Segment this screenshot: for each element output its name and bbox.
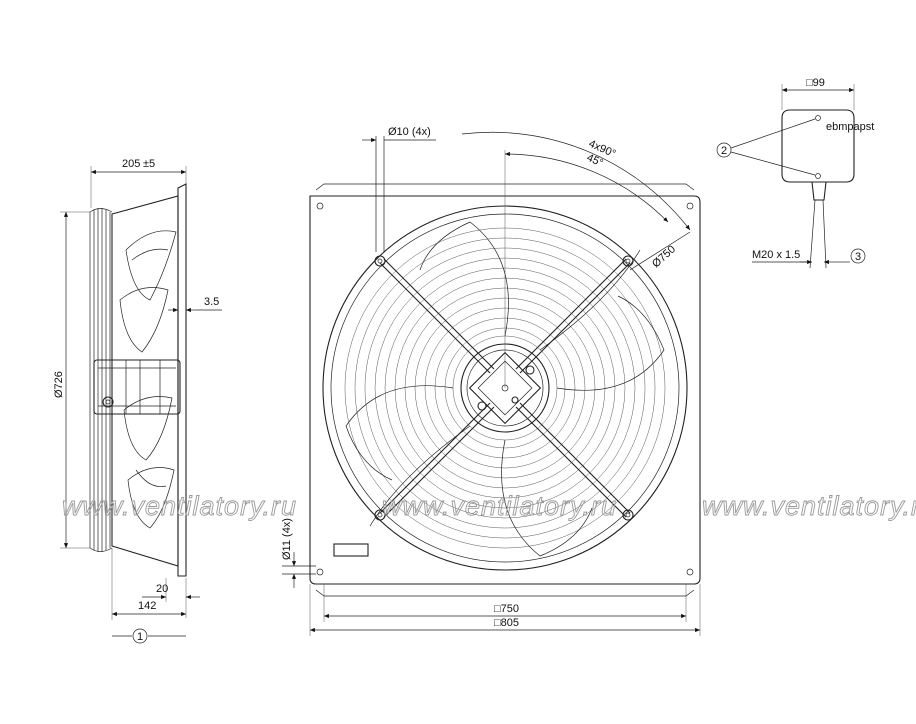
side-width-label: 205 bbox=[122, 158, 140, 170]
front-view: Ø10 (4x) 4x90° 45° Ø750 Ø11 (4x) bbox=[281, 126, 701, 636]
front-plate-flange-bottom bbox=[315, 589, 695, 597]
terminal-box-view: ebmpapst □99 2 M20 x 1.5 3 bbox=[716, 77, 874, 269]
side-housing bbox=[111, 195, 179, 567]
strut-bolts bbox=[374, 255, 634, 521]
callout-3-label: 3 bbox=[855, 251, 861, 263]
slots-dimension: Ø11 (4x) bbox=[281, 518, 316, 588]
terminal-screw-bottom bbox=[815, 173, 821, 179]
terminal-brand: ebmpapst bbox=[826, 121, 874, 133]
box-width-dimension: □99 bbox=[781, 77, 855, 110]
holes-label: Ø10 (4x) bbox=[388, 126, 431, 138]
callout-1-label: 1 bbox=[137, 631, 143, 643]
front-mounting-plate bbox=[309, 195, 701, 585]
watermark-text-2: www.ventilatory.ru bbox=[382, 491, 617, 521]
outer-square-dimension: □805 bbox=[309, 584, 701, 636]
callout-2: 2 bbox=[716, 118, 816, 176]
side-motor bbox=[93, 359, 181, 415]
side-width-tolerance: ±5 bbox=[143, 158, 155, 170]
inner-square-dimension: □750 bbox=[323, 584, 687, 622]
watermark-text-1: www.ventilatory.ru bbox=[62, 491, 297, 521]
side-diameter-label: Ø726 bbox=[53, 371, 65, 398]
side-blades bbox=[119, 230, 177, 529]
side-gap-dimension: 3.5 bbox=[168, 296, 222, 313]
cable-thread-label: M20 x 1.5 bbox=[752, 249, 800, 261]
inner-square-label: □750 bbox=[494, 603, 519, 615]
terminal-screw-top bbox=[815, 115, 821, 121]
side-view: 205 ±5 Ø726 3.5 20 142 bbox=[53, 158, 222, 644]
angle-dimension: 4x90° 45° bbox=[461, 131, 691, 388]
watermark-text-3: www.ventilatory.ru bbox=[702, 491, 916, 521]
side-diameter-dimension: Ø726 bbox=[53, 211, 90, 549]
nameplate bbox=[333, 543, 369, 557]
ring-label: Ø750 bbox=[650, 243, 678, 270]
side-depth-dimension: 142 bbox=[111, 548, 186, 620]
watermark: www.ventilatory.ru www.ventilatory.ru ww… bbox=[62, 491, 916, 522]
side-gap-label: 3.5 bbox=[204, 296, 219, 308]
outer-square-label: □805 bbox=[494, 617, 519, 629]
side-rim-label: 20 bbox=[156, 583, 168, 595]
corner-holes bbox=[316, 202, 694, 576]
terminal-box bbox=[781, 109, 855, 183]
callout-2-label: 2 bbox=[721, 145, 727, 157]
side-width-dimension: 205 ±5 bbox=[90, 158, 187, 208]
holes-dimension: Ø10 (4x) bbox=[362, 126, 436, 252]
guard-struts bbox=[379, 258, 631, 518]
box-width-label: □99 bbox=[806, 77, 825, 89]
cable bbox=[809, 199, 827, 269]
callout-3: 3 bbox=[836, 248, 866, 264]
front-blades bbox=[345, 221, 665, 557]
cable-gland bbox=[811, 181, 827, 201]
slots-label: Ø11 (4x) bbox=[281, 518, 293, 560]
callout-1: 1 bbox=[112, 628, 186, 644]
cable-thread-dimension: M20 x 1.5 bbox=[752, 249, 836, 265]
side-depth-label: 142 bbox=[138, 600, 156, 612]
side-rim-dimension: 20 bbox=[142, 578, 200, 618]
